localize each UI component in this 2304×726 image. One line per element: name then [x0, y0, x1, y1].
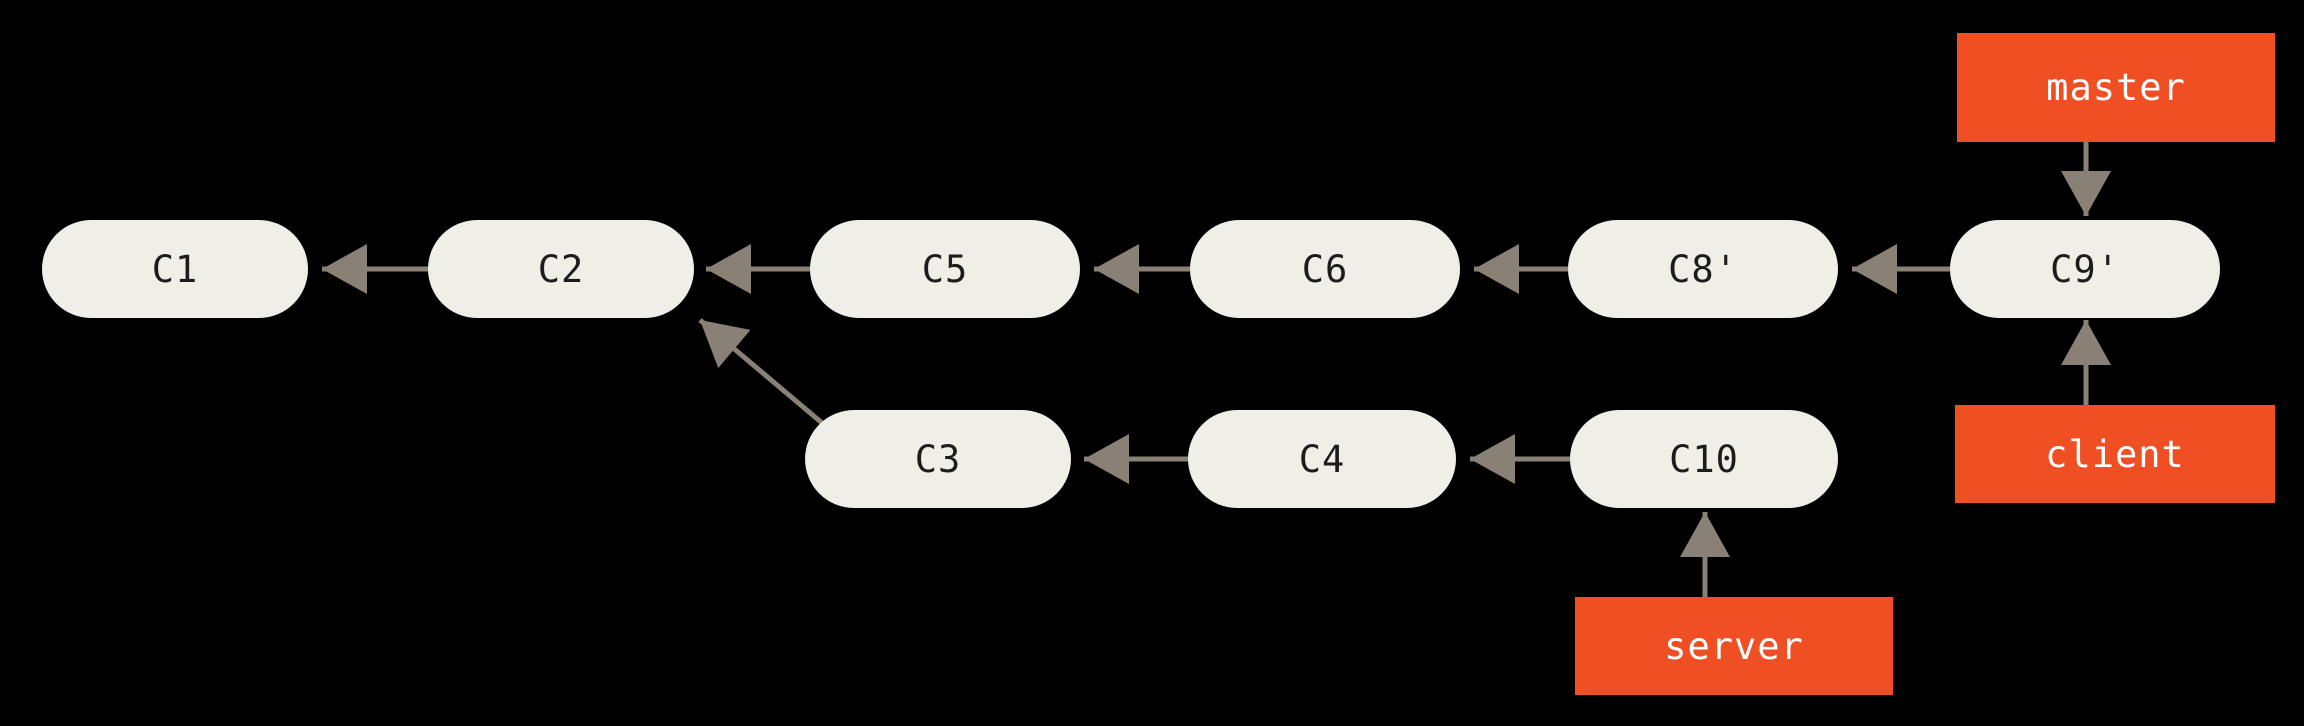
edge-c3-c2	[698, 318, 830, 430]
branch-label-server[interactable]: server	[1575, 597, 1893, 695]
branch-label-client[interactable]: client	[1955, 405, 2275, 503]
commit-node-c5[interactable]: C5	[810, 220, 1080, 318]
commit-node-c3[interactable]: C3	[805, 410, 1071, 508]
commit-node-c6[interactable]: C6	[1190, 220, 1460, 318]
branch-label-master[interactable]: master	[1957, 33, 2275, 142]
commit-node-c8-prime[interactable]: C8'	[1568, 220, 1838, 318]
commit-node-c9-prime[interactable]: C9'	[1950, 220, 2220, 318]
commit-node-c1[interactable]: C1	[42, 220, 308, 318]
commit-node-c10[interactable]: C10	[1570, 410, 1838, 508]
commit-node-c2[interactable]: C2	[428, 220, 694, 318]
commit-node-c4[interactable]: C4	[1188, 410, 1456, 508]
